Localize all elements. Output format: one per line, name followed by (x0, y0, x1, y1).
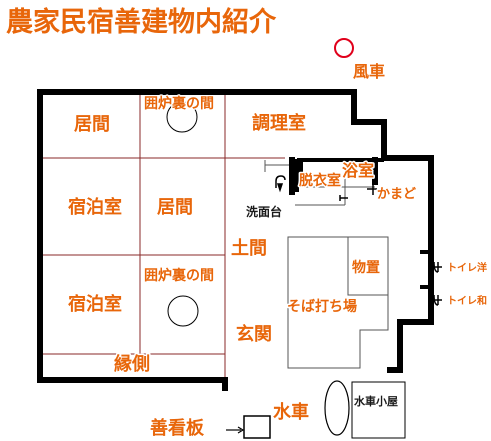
toilet-partitions (420, 250, 431, 324)
room-label-bathroom: 浴室 (342, 161, 374, 180)
room-label-toilet-japanese: トイレ和 (447, 294, 487, 307)
room-label-hearth-stove: かまど (377, 187, 416, 202)
room-label-guest-room-mid: 宿泊室 (68, 196, 122, 218)
label-water-wheel: 水車 (273, 401, 309, 423)
room-label-living-mid: 居間 (157, 197, 193, 218)
room-label-storage: 物置 (352, 259, 380, 276)
room-label-living-top: 居間 (74, 114, 110, 135)
signboard-marker (243, 415, 271, 439)
label-water-wheel-hut: 水車小屋 (354, 394, 398, 408)
label-signboard: 善看板 (150, 417, 205, 439)
room-label-kitchen: 調理室 (252, 112, 306, 134)
room-label-washstand: 洗面台 (246, 204, 282, 219)
room-divider-lines (40, 92, 285, 380)
room-label-toilet-western: トイレ洋 (447, 261, 487, 274)
outer-walls (37, 89, 434, 391)
room-label-dressing-room: 脱衣室 (299, 172, 341, 189)
room-label-earthen-floor: 土間 (231, 238, 267, 259)
hearth-top-icon (166, 101, 198, 133)
inner-partition-lines (264, 160, 389, 369)
room-label-hearth-bottom: 囲炉裏の間 (144, 267, 214, 284)
plan-title: 農家民宿善建物内紹介 (6, 6, 277, 38)
windmill-marker (334, 38, 354, 58)
hearth-bottom-icon (167, 295, 199, 327)
water-wheel-icon (324, 380, 350, 436)
room-label-guest-room-bottom: 宿泊室 (68, 293, 122, 315)
room-label-entrance: 玄関 (236, 323, 272, 345)
fixture-markers (275, 175, 442, 306)
room-label-soba-room: そば打ち場 (287, 298, 357, 315)
bathroom-walls (295, 158, 384, 192)
room-label-hearth-top: 囲炉裏の間 (144, 95, 214, 112)
room-label-veranda: 縁側 (114, 353, 150, 375)
windmill-label: 風車 (353, 62, 385, 81)
water-wheel-hut-outline (351, 381, 406, 439)
